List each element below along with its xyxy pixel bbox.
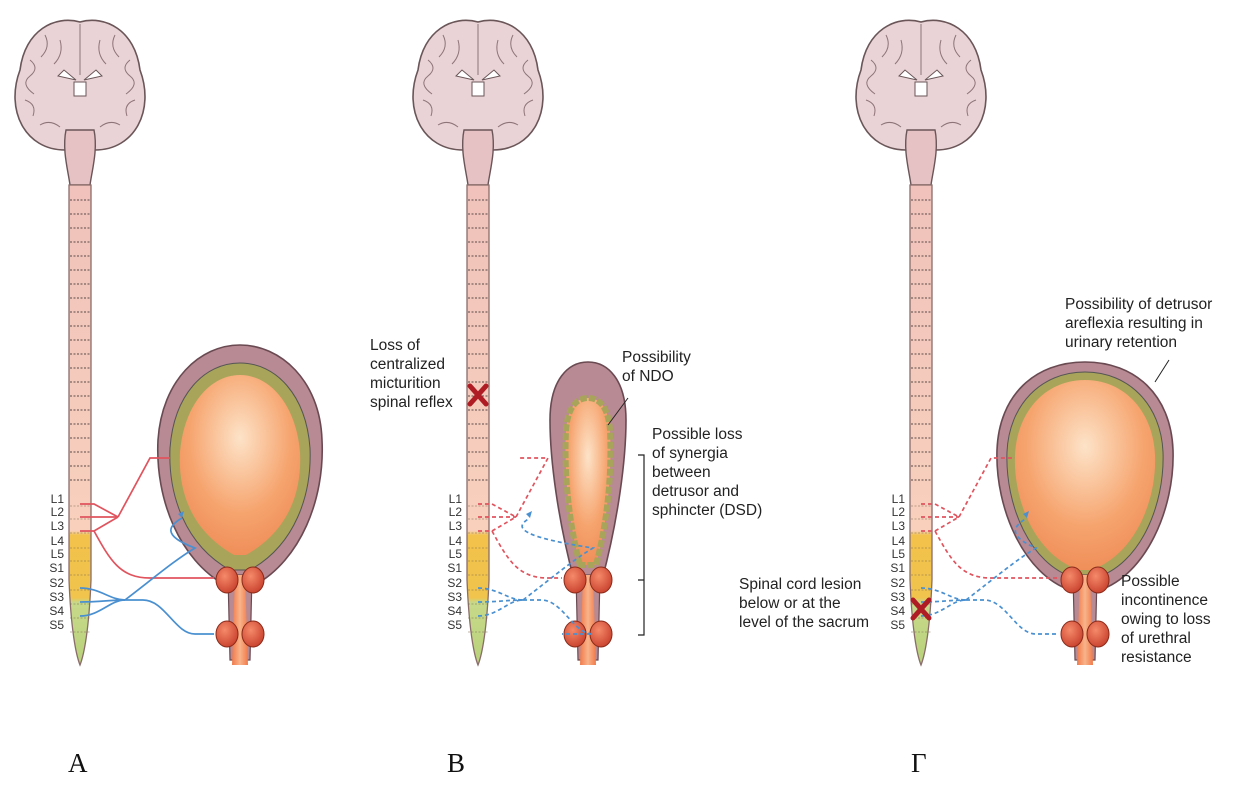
segment-label: S1 xyxy=(447,561,462,575)
annotation-spinal-lesion: Spinal cord lesion below or at the level… xyxy=(739,575,869,632)
panel-letter: А xyxy=(68,748,88,779)
efferent-to-detrusor xyxy=(516,458,548,517)
external-sphincter xyxy=(216,621,238,647)
segment-label: S2 xyxy=(890,576,905,590)
segment-label: S3 xyxy=(49,590,64,604)
segment-label: L5 xyxy=(51,547,65,561)
internal-sphincter xyxy=(242,567,264,593)
segment-label: L3 xyxy=(449,519,463,533)
segment-label: L3 xyxy=(892,519,906,533)
segment-label: L4 xyxy=(892,534,906,548)
external-sphincter xyxy=(1087,621,1109,647)
brainstem xyxy=(906,130,937,185)
segment-label: S4 xyxy=(49,604,64,618)
areflexia-leader-line xyxy=(1155,360,1169,382)
cord-body xyxy=(467,185,489,665)
segment-label: L5 xyxy=(449,547,463,561)
annotation-possibility-ndo: Possibility of NDO xyxy=(622,348,691,386)
segment-label: L1 xyxy=(449,492,463,506)
segment-label: L2 xyxy=(892,505,906,519)
panel-1: L1L2L3L4L5S1S2S3S4S5 xyxy=(15,20,322,665)
segment-label: L4 xyxy=(51,534,65,548)
segment-label: L4 xyxy=(449,534,463,548)
brainstem xyxy=(463,130,494,185)
segment-label: L2 xyxy=(51,505,65,519)
dsd-bracket xyxy=(638,455,644,635)
annotation-possible-loss-synergia: Possible loss of synergia between detrus… xyxy=(652,425,762,520)
segment-label: L3 xyxy=(51,519,65,533)
afferent-arrowhead xyxy=(526,511,532,518)
segment-label: S3 xyxy=(447,590,462,604)
brain xyxy=(15,20,145,185)
panel-letter: Г xyxy=(911,748,927,779)
annotation-detrusor-areflexia: Possibility of detrusor areflexia result… xyxy=(1065,295,1212,352)
efferent-to-internal-sphincter xyxy=(492,531,562,578)
panel-letter: В xyxy=(447,748,465,779)
external-sphincter xyxy=(242,621,264,647)
pudendal-nerve xyxy=(966,600,1059,634)
segment-label: S5 xyxy=(447,618,462,632)
brainstem xyxy=(65,130,96,185)
annotation-loss-centralized: Loss of centralized micturition spinal r… xyxy=(370,336,453,412)
segment-label: S5 xyxy=(890,618,905,632)
segment-label: S1 xyxy=(890,561,905,575)
segment-label: L1 xyxy=(51,492,65,506)
segment-label: L2 xyxy=(449,505,463,519)
segment-label: S4 xyxy=(890,604,905,618)
segment-label: L1 xyxy=(892,492,906,506)
internal-sphincter xyxy=(590,567,612,593)
segment-label: S5 xyxy=(49,618,64,632)
internal-sphincter xyxy=(564,567,586,593)
segment-label: L5 xyxy=(892,547,906,561)
brain xyxy=(856,20,986,185)
cord-body xyxy=(69,185,91,665)
internal-sphincter xyxy=(1087,567,1109,593)
segment-label: S3 xyxy=(890,590,905,604)
external-sphincter xyxy=(1061,621,1083,647)
segment-label: S2 xyxy=(447,576,462,590)
pudendal-nerve xyxy=(125,600,214,634)
cord-body xyxy=(910,185,932,665)
segment-label: S2 xyxy=(49,576,64,590)
segment-label: S4 xyxy=(447,604,462,618)
bladder xyxy=(158,345,322,665)
internal-sphincter xyxy=(1061,567,1083,593)
annotation-possible-incontinence: Possible incontinence owing to loss of u… xyxy=(1121,572,1211,667)
brain xyxy=(413,20,543,185)
external-sphincter xyxy=(590,621,612,647)
segment-label: S1 xyxy=(49,561,64,575)
internal-sphincter xyxy=(216,567,238,593)
bladder xyxy=(550,362,626,665)
